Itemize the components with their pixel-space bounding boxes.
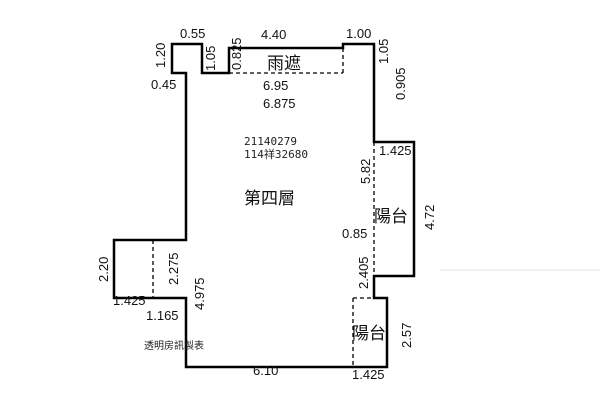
dim-055: 0.55	[180, 26, 205, 41]
dim-1165: 1.165	[146, 308, 179, 323]
code-line-2: 114祥32680	[244, 147, 308, 161]
dim-100: 1.00	[346, 26, 371, 41]
dim-2405: 2.405	[356, 256, 371, 289]
balcony-upper-label: 陽台	[374, 207, 408, 227]
dim-105-right: 1.05	[376, 39, 391, 64]
dim-4975: 4.975	[192, 277, 207, 310]
dim-1425-top: 1.425	[379, 143, 412, 158]
dim-1425-bottom: 1.425	[352, 367, 385, 382]
dim-440: 4.40	[261, 27, 286, 42]
dim-695: 6.95	[263, 78, 288, 93]
dim-105-left: 1.05	[203, 46, 218, 71]
dim-1425-left: 1.425	[113, 293, 146, 308]
dim-220: 2.20	[96, 257, 111, 282]
credit-text: 透明房訊製表	[144, 339, 204, 352]
dim-085: 0.85	[342, 226, 367, 241]
dim-472: 4.72	[422, 205, 437, 230]
balcony-lower-label: 陽台	[352, 324, 386, 344]
dim-610: 6.10	[253, 363, 278, 378]
canopy-label: 雨遮	[267, 54, 301, 74]
dim-2275: 2.275	[166, 252, 181, 285]
dashed-lines	[152, 48, 375, 367]
code-line-1: 21140279	[244, 135, 297, 148]
dim-582: 5.82	[358, 159, 373, 184]
dim-0825: 0.825	[229, 37, 244, 70]
dim-0905: 0.905	[393, 67, 408, 100]
dim-6875: 6.875	[263, 96, 296, 111]
floor-label: 第四層	[244, 189, 295, 209]
dim-045: 0.45	[151, 77, 176, 92]
dim-257: 2.57	[399, 323, 414, 348]
dim-120: 1.20	[153, 43, 168, 68]
